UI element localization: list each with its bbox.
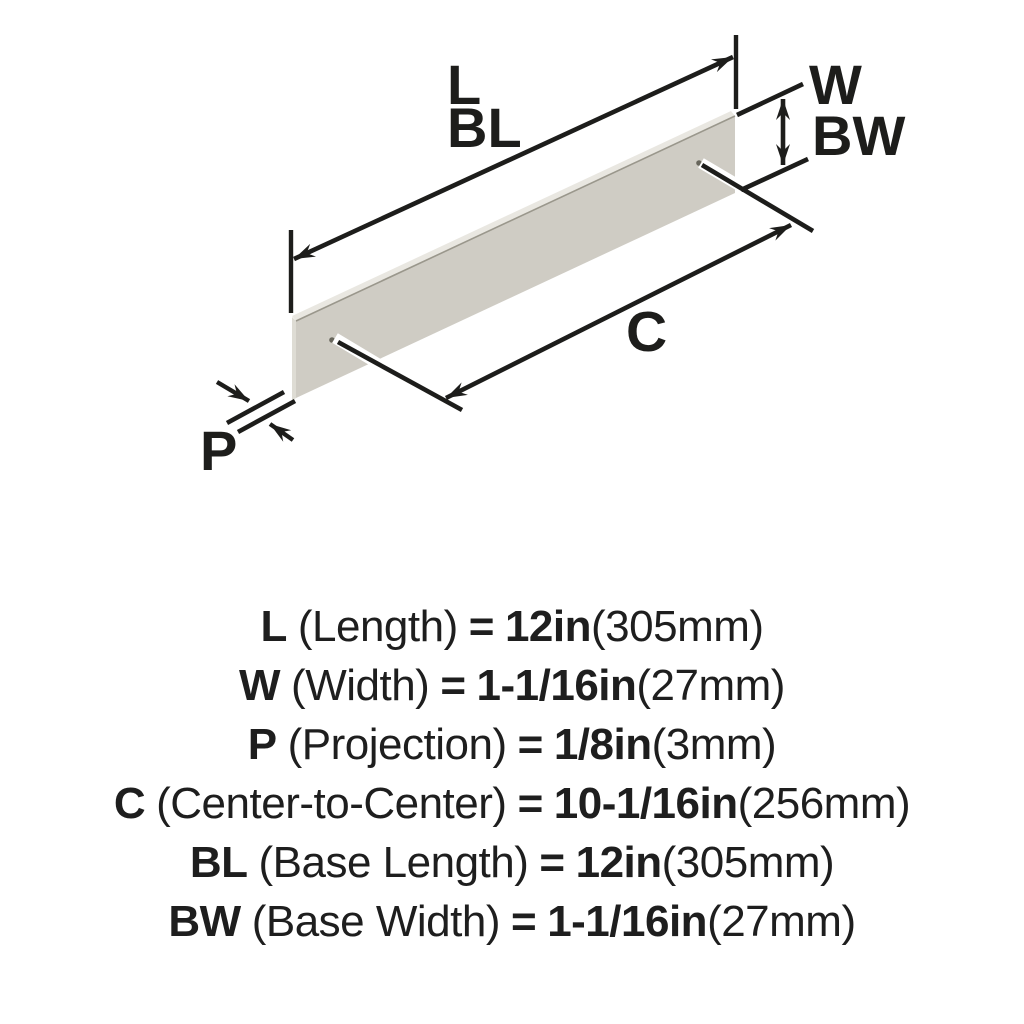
w-extension-top — [736, 81, 804, 118]
label-length: L — [447, 53, 481, 116]
spec-letter: C — [113, 779, 146, 828]
spec-value-in: 1/8in — [553, 720, 652, 769]
spec-value-mm: (305mm) — [591, 602, 764, 651]
spec-value-mm: (3mm) — [651, 720, 777, 769]
label-base-length: BL — [447, 96, 522, 159]
spec-equals: = — [517, 779, 544, 828]
c-dimension-line — [444, 222, 793, 401]
spec-name: (Base Width) — [251, 897, 501, 946]
dimension-projection — [215, 380, 297, 442]
spec-name: (Width) — [291, 661, 430, 710]
spec-name: (Center-to-Center) — [156, 779, 507, 828]
label-base-width: BW — [812, 104, 905, 167]
w-extension-bottom — [740, 156, 809, 193]
spec-letter: P — [247, 720, 277, 769]
c-extension-left — [336, 339, 464, 413]
spec-value-in: 1-1/16in — [476, 661, 637, 710]
spec-value-mm: (27mm) — [636, 661, 785, 710]
spec-value-mm: (27mm) — [707, 897, 856, 946]
spec-value-in: 12in — [575, 838, 663, 887]
spec-value-in: 10-1/16in — [553, 779, 738, 828]
spec-row-length: L(Length)=12in(305mm) — [0, 597, 1024, 656]
spec-letter: W — [239, 661, 281, 710]
spec-value-in: 1-1/16in — [547, 897, 708, 946]
spec-equals: = — [517, 720, 544, 769]
spec-value-mm: (305mm) — [661, 838, 835, 887]
spec-equals: = — [440, 661, 466, 710]
spec-value-in: 12in — [504, 602, 592, 651]
l-dimension-line — [293, 54, 734, 262]
dimension-drawing: L BL W BW C P — [200, 35, 905, 482]
spec-row-width: W(Width)=1-1/16in(27mm) — [0, 656, 1024, 715]
p-arrow-lower — [268, 422, 295, 442]
spec-row-center-to-center: C(Center-to-Center)=10-1/16in(256mm) — [0, 774, 1024, 833]
spec-list: L(Length)=12in(305mm) W(Width)=1-1/16in(… — [0, 597, 1024, 951]
bar-end-face — [292, 317, 296, 401]
spec-equals: = — [539, 838, 565, 887]
spec-name: (Projection) — [287, 720, 507, 769]
spec-value-mm: (256mm) — [737, 779, 911, 828]
spec-row-base-length: BL(Base Length)=12in(305mm) — [0, 833, 1024, 892]
spec-row-base-width: BW(Base Width)=1-1/16in(27mm) — [0, 892, 1024, 951]
p-face-line-2 — [236, 398, 297, 435]
spec-letter: L — [260, 602, 287, 651]
spec-letter: BL — [189, 838, 248, 887]
spec-name: (Base Length) — [258, 838, 529, 887]
p-arrow-upper — [215, 380, 251, 403]
label-center-to-center: C — [626, 300, 667, 364]
p-face-line-1 — [225, 389, 286, 426]
spec-row-projection: P(Projection)=1/8in(3mm) — [0, 715, 1024, 774]
spec-equals: = — [510, 897, 537, 946]
spec-letter: BW — [168, 897, 241, 946]
label-width: W — [809, 53, 862, 116]
spec-equals: = — [468, 602, 495, 651]
dimension-length — [288, 35, 739, 313]
label-projection: P — [200, 419, 237, 482]
spec-name: (Length) — [297, 602, 458, 651]
dimension-width — [736, 81, 809, 193]
